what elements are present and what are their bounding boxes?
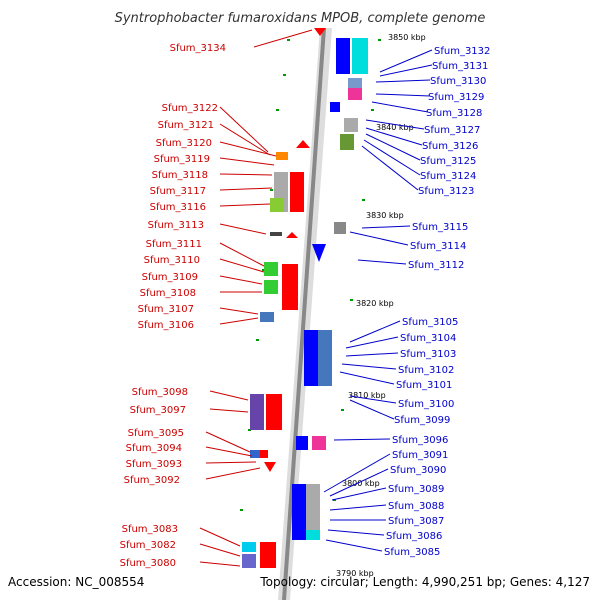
gene-label[interactable]: Sfum_3098 — [132, 387, 188, 398]
right-connectors — [323, 49, 433, 552]
gene-label[interactable]: Sfum_3083 — [122, 524, 178, 535]
gene-label[interactable]: Sfum_3124 — [420, 171, 476, 182]
gene-label[interactable]: Sfum_3129 — [428, 92, 484, 103]
kbp-ticks: 3850 kbp 3840 kbp 3830 kbp 3820 kbp 3810… — [336, 33, 426, 578]
gene-label[interactable]: Sfum_3089 — [388, 484, 444, 495]
gene-label[interactable]: Sfum_3105 — [402, 317, 458, 328]
gene-label[interactable]: Sfum_3091 — [392, 450, 448, 461]
gene-label[interactable]: Sfum_3134 — [170, 43, 226, 54]
gene-label[interactable]: Sfum_3113 — [148, 220, 204, 231]
tick-label: 3830 kbp — [366, 211, 404, 220]
gene-label[interactable]: Sfum_3082 — [120, 540, 176, 551]
gene-label[interactable]: Sfum_3095 — [128, 428, 184, 439]
gene-label[interactable]: Sfum_3101 — [396, 380, 452, 391]
left-connectors — [199, 29, 313, 567]
gene-label[interactable]: Sfum_3111 — [146, 239, 202, 250]
gene-label[interactable]: Sfum_3107 — [138, 304, 194, 315]
gene-label[interactable]: Sfum_3117 — [150, 186, 206, 197]
gene-label[interactable]: Sfum_3106 — [138, 320, 194, 331]
gene-label[interactable]: Sfum_3131 — [432, 61, 488, 72]
gene-label[interactable]: Sfum_3103 — [400, 349, 456, 360]
gene-label[interactable]: Sfum_3093 — [126, 459, 182, 470]
gene-label[interactable]: Sfum_3120 — [156, 138, 212, 149]
gene-label[interactable]: Sfum_3096 — [392, 435, 448, 446]
tick-label: 3820 kbp — [356, 299, 394, 308]
gene-label[interactable]: Sfum_3109 — [142, 272, 198, 283]
gene-label[interactable]: Sfum_3097 — [130, 405, 186, 416]
tick-label: 3810 kbp — [348, 391, 386, 400]
gene-label[interactable]: Sfum_3108 — [140, 288, 196, 299]
topology-text: Topology: circular; Length: 4,990,251 bp… — [259, 575, 590, 589]
tick-label: 3800 kbp — [342, 479, 380, 488]
gene-label[interactable]: Sfum_3125 — [420, 156, 476, 167]
gene-label[interactable]: Sfum_3118 — [152, 170, 208, 181]
gene-label[interactable]: Sfum_3119 — [154, 154, 210, 165]
gene-label[interactable]: Sfum_3130 — [430, 76, 486, 87]
reverse-strand-genes — [292, 38, 368, 540]
gene-label[interactable]: Sfum_3132 — [434, 46, 490, 57]
accession-text: Accession: NC_008554 — [8, 575, 144, 589]
backbone — [278, 27, 332, 600]
tick-label: 3790 kbp — [336, 569, 374, 578]
gene-label[interactable]: Sfum_3114 — [410, 241, 466, 252]
right-labels: Sfum_3132 Sfum_3131 Sfum_3130 Sfum_3129 … — [384, 46, 490, 558]
gene-label[interactable]: Sfum_3100 — [398, 399, 454, 410]
gene-label[interactable]: Sfum_3121 — [158, 120, 214, 131]
gene-label[interactable]: Sfum_3116 — [150, 202, 206, 213]
gene-label[interactable]: Sfum_3128 — [426, 108, 482, 119]
gc-marks — [240, 39, 381, 511]
gene-label[interactable]: Sfum_3123 — [418, 186, 474, 197]
gene-label[interactable]: Sfum_3122 — [162, 103, 218, 114]
gene-label[interactable]: Sfum_3088 — [388, 501, 444, 512]
gene-label[interactable]: Sfum_3126 — [422, 141, 478, 152]
gene-label[interactable]: Sfum_3090 — [390, 465, 446, 476]
gene-label[interactable]: Sfum_3092 — [124, 475, 180, 486]
gene-label[interactable]: Sfum_3099 — [394, 415, 450, 426]
map-title: Syntrophobacter fumaroxidans MPOB, compl… — [115, 11, 486, 26]
tick-label: 3850 kbp — [388, 33, 426, 42]
gene-label[interactable]: Sfum_3094 — [126, 443, 182, 454]
gene-label[interactable]: Sfum_3102 — [398, 365, 454, 376]
gene-label[interactable]: Sfum_3085 — [384, 547, 440, 558]
left-labels: Sfum_3134 Sfum_3122 Sfum_3121 Sfum_3120 … — [120, 43, 226, 569]
gene-label[interactable]: Sfum_3087 — [388, 516, 444, 527]
gene-label[interactable]: Sfum_3127 — [424, 125, 480, 136]
gene-label[interactable]: Sfum_3104 — [400, 333, 456, 344]
gene-label[interactable]: Sfum_3112 — [408, 260, 464, 271]
gene-label[interactable]: Sfum_3080 — [120, 558, 176, 569]
gene-label[interactable]: Sfum_3086 — [386, 531, 442, 542]
forward-strand-genes — [242, 28, 326, 568]
gene-label[interactable]: Sfum_3115 — [412, 222, 468, 233]
gene-label[interactable]: Sfum_3110 — [144, 255, 200, 266]
tick-label: 3840 kbp — [376, 123, 414, 132]
